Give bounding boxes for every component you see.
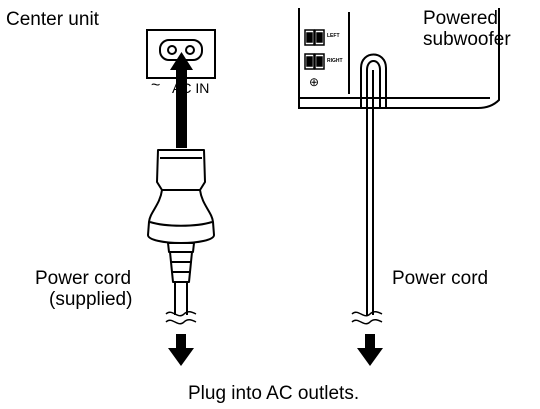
power-cord-right-label: Power cord — [392, 268, 489, 289]
center-unit-ac-inlet — [146, 29, 216, 79]
center-unit-label: Center unit — [6, 9, 99, 30]
power-cord-supplied-label-line2: (supplied) — [49, 289, 133, 310]
subwoofer-power-cord — [360, 53, 387, 315]
powered-subwoofer-label-line1: Powered — [423, 8, 498, 29]
subwoofer-rear-panel — [298, 8, 500, 109]
speaker-left-label: LEFT — [327, 33, 340, 39]
ground-symbol-icon: ⊕ — [309, 75, 320, 89]
power-cord-plug — [147, 149, 215, 315]
down-arrow-right-icon — [357, 334, 383, 366]
powered-subwoofer-label-line2: subwoofer — [423, 29, 511, 50]
power-cord-supplied-label-line1: Power cord — [35, 268, 132, 289]
cord-break-mark-left — [165, 310, 197, 325]
down-arrow-left-icon — [168, 334, 194, 366]
ac-in-label: AC IN — [172, 80, 210, 96]
speaker-right-label: RIGHT — [327, 58, 343, 64]
speaker-terminals — [304, 29, 325, 70]
ac-tilde-glyph: ~ — [151, 77, 161, 94]
footer-instruction: Plug into AC outlets. — [188, 383, 360, 404]
insert-arrow-icon — [170, 52, 193, 148]
cord-break-mark-right — [351, 310, 383, 325]
